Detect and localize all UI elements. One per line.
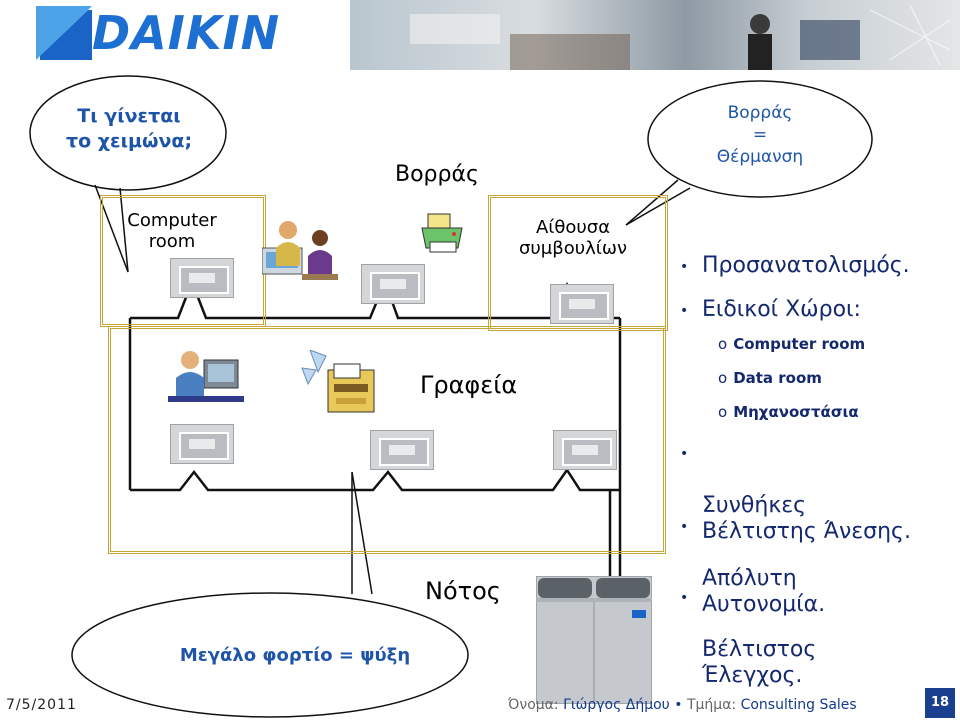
cassette-unit-icon [170,258,234,298]
cassette-unit-icon [361,264,425,304]
bullet-autonomy: • Απόλυτη Αυτονομία. [680,513,960,645]
printer-icon [421,213,463,253]
cassette-unit-icon [370,430,434,470]
daikin-logo-text: DAIKIN [92,6,281,60]
building-outline [108,326,666,554]
outdoor-unit-icon [536,576,652,704]
north-heating-callout-text: Βορράς = Θέρμανση [716,103,804,168]
bullet-control: • Βέλτιστος Έλεγχος. [680,584,960,716]
north-label: Βορράς [395,162,479,187]
header-photo [350,0,960,70]
page-number: 18 [925,688,955,718]
daikin-logo-icon [36,6,92,60]
bullet-dot-icon: • [680,303,689,319]
bullet-special-spaces: • Ειδικοί Χώροι: [680,297,960,323]
bullet-orientation: • Προσανατολισμός. [680,253,960,279]
big-load-callout-text: Μεγάλο φορτίο = ψύξη [179,645,411,666]
meeting-room-outline [488,195,668,331]
fax-icon [301,350,375,413]
bullet-dot-icon: • [680,259,689,275]
meeting-room-label: Αίθουσα συμβουλίων [518,217,628,259]
footer-separator: • [674,697,683,713]
bullet-dot-icon: • [680,590,689,606]
bullet-dot-icon: • [680,519,689,535]
cassette-unit-icon [553,430,617,470]
footer-dept-value: Consulting Sales [740,697,857,713]
office-workers-icon [262,221,338,280]
offices-label: Γραφεία [420,371,518,399]
winter-callout-text: Τι γίνεται το χειμώνα; [65,105,193,152]
footer-name-key: Όνομα: [508,697,559,713]
footer-info: Όνομα: Γιώργος Δήμου • Τμήμα: Consulting… [508,697,857,713]
footer-date: 7/5/2011 [6,697,77,713]
cassette-unit-icon [550,284,614,324]
footer-dept-key: Τμήμα: [686,697,737,713]
footer-name-value: Γιώργος Δήμου [563,697,670,713]
bullet-comfort: • Συνθήκες Βέλτιστης Άνεσης. [680,440,960,572]
office-photo-icon [410,4,951,70]
office-worker-icon [168,351,244,402]
south-label: Νότος [425,577,501,605]
cassette-unit-icon [170,424,234,464]
bullet-dot-icon: • [680,446,689,462]
computer-room-label: Computer room [127,210,217,252]
